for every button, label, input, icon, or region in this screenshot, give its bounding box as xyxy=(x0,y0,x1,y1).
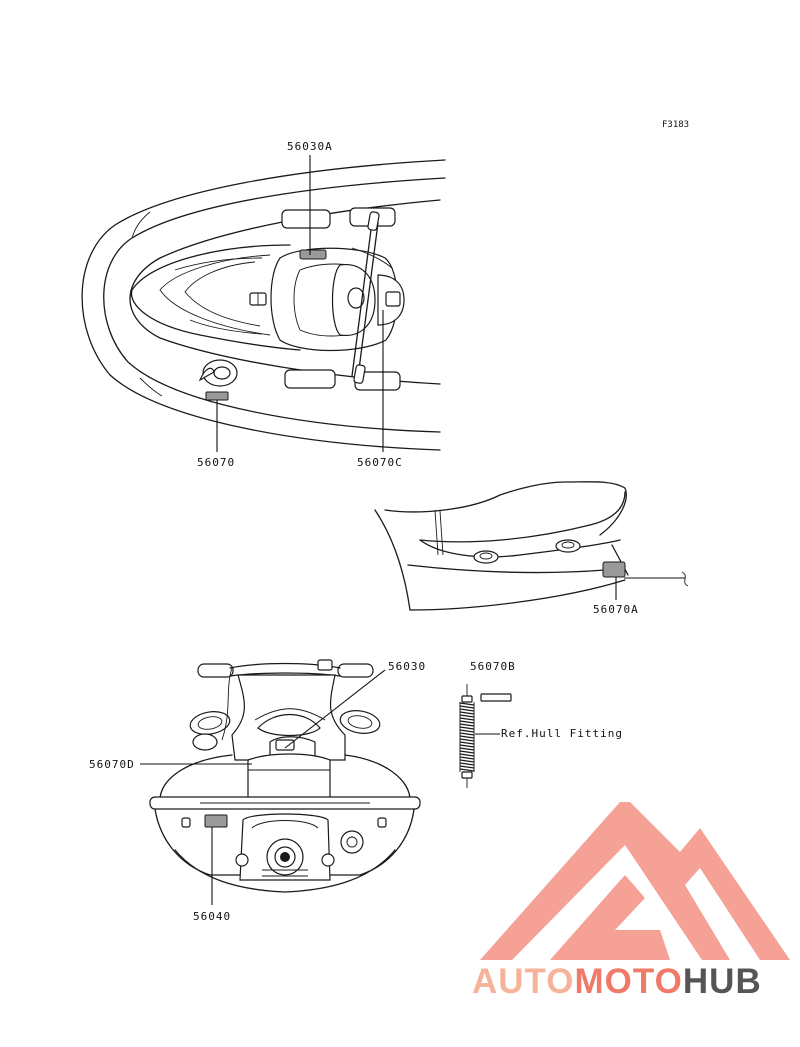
logo-text-moto: MOTO xyxy=(574,962,683,1001)
hull-top-view xyxy=(81,159,446,451)
label-56030A: 56030A xyxy=(287,140,333,153)
figure-code: F3183 xyxy=(662,120,690,130)
leader-56030 xyxy=(284,669,386,749)
logo-text-hub: HUB xyxy=(682,962,762,1001)
label-56030: 56030 xyxy=(388,660,427,673)
label-56070A: 56070A xyxy=(593,603,639,616)
logo-text-auto: AUTO xyxy=(472,962,575,1001)
hull-fitting xyxy=(459,684,512,788)
label-56040: 56040 xyxy=(193,910,232,923)
seat-side-view xyxy=(374,481,689,611)
automotohub-logo-text: AUTOMOTOHUB xyxy=(472,962,762,1002)
label-56070B: 56070B xyxy=(470,660,516,673)
label-ref-hull-fitting: Ref.Hull Fitting xyxy=(501,727,623,740)
label-56070D: 56070D xyxy=(89,758,135,771)
automotohub-logo-mark xyxy=(480,802,790,960)
rear-view xyxy=(149,659,421,893)
label-56070: 56070 xyxy=(197,456,236,469)
label-56070C: 56070C xyxy=(357,456,403,469)
